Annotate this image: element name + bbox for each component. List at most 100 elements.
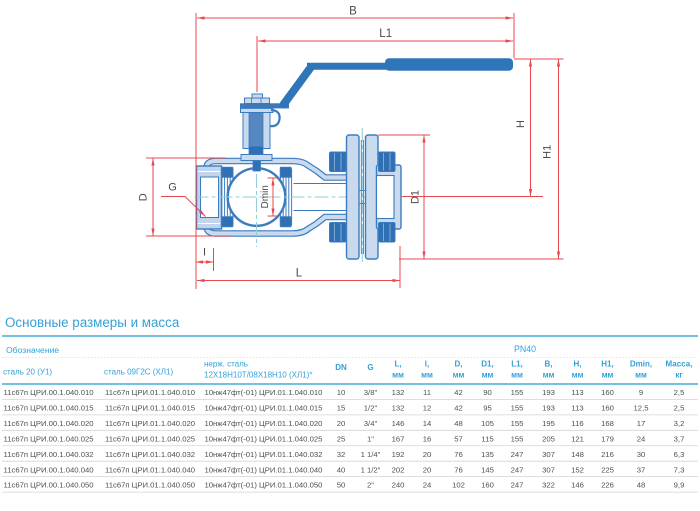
svg-text:мм: мм <box>602 371 614 380</box>
svg-text:16: 16 <box>423 434 432 443</box>
svg-text:H: H <box>515 120 527 128</box>
svg-text:7,3: 7,3 <box>674 465 685 474</box>
svg-text:l,: l, <box>425 360 429 369</box>
svg-text:11с67п ЦРИ.00.1.040.025: 11с67п ЦРИ.00.1.040.025 <box>4 434 94 443</box>
svg-text:160: 160 <box>601 403 614 412</box>
svg-text:H,: H, <box>574 360 582 369</box>
svg-text:PN40: PN40 <box>514 344 536 354</box>
svg-text:132: 132 <box>392 388 405 397</box>
svg-text:1": 1" <box>367 434 374 443</box>
svg-text:15: 15 <box>337 403 346 412</box>
svg-text:мм: мм <box>511 371 523 380</box>
svg-text:115: 115 <box>481 434 493 443</box>
svg-text:Dmin: Dmin <box>260 185 271 208</box>
svg-text:10нж47фт(-01) ЦРИ.01.1.040.032: 10нж47фт(-01) ЦРИ.01.1.040.032 <box>205 450 323 459</box>
svg-text:10нж47фт(-01) ЦРИ.01.1.040.050: 10нж47фт(-01) ЦРИ.01.1.040.050 <box>205 481 323 490</box>
svg-text:11с67п ЦРИ.00.1.040.010: 11с67п ЦРИ.00.1.040.010 <box>4 388 94 397</box>
svg-text:Основные размеры и масса: Основные размеры и масса <box>5 315 180 330</box>
svg-text:216: 216 <box>601 450 614 459</box>
svg-text:мм: мм <box>453 371 465 380</box>
svg-text:10нж47фт(-01) ЦРИ.01.1.040.025: 10нж47фт(-01) ЦРИ.01.1.040.025 <box>205 434 323 443</box>
svg-text:G: G <box>367 363 373 372</box>
svg-text:B,: B, <box>545 360 553 369</box>
svg-text:11с67п ЦРИ.01.1.040.025: 11с67п ЦРИ.01.1.040.025 <box>105 434 195 443</box>
svg-text:сталь 20 (У1): сталь 20 (У1) <box>3 368 52 377</box>
svg-text:I: I <box>203 247 206 259</box>
svg-text:20: 20 <box>337 419 346 428</box>
svg-text:20: 20 <box>423 465 432 474</box>
svg-text:57: 57 <box>454 434 463 443</box>
svg-text:11с67п ЦРИ.01.1.040.015: 11с67п ЦРИ.01.1.040.015 <box>105 403 195 412</box>
svg-text:1/2": 1/2" <box>364 403 378 412</box>
svg-text:мм: мм <box>392 371 404 380</box>
svg-text:48: 48 <box>454 419 463 428</box>
svg-text:нерж. сталь: нерж. сталь <box>204 360 248 369</box>
svg-text:50: 50 <box>337 481 346 490</box>
svg-text:11с67п ЦРИ.00.1.040.040: 11с67п ЦРИ.00.1.040.040 <box>4 465 94 474</box>
svg-text:105: 105 <box>481 419 494 428</box>
svg-text:135: 135 <box>481 450 494 459</box>
svg-text:90: 90 <box>483 388 492 397</box>
svg-text:9,9: 9,9 <box>674 481 685 490</box>
svg-text:G: G <box>168 182 177 194</box>
svg-text:32: 32 <box>337 450 346 459</box>
svg-text:мм: мм <box>572 371 584 380</box>
svg-text:11с67п ЦРИ.01.1.040.032: 11с67п ЦРИ.01.1.040.032 <box>105 450 195 459</box>
svg-text:L,: L, <box>394 360 401 369</box>
svg-text:240: 240 <box>392 481 405 490</box>
svg-text:10нж47фт(-01) ЦРИ.01.1.040.040: 10нж47фт(-01) ЦРИ.01.1.040.040 <box>205 465 323 474</box>
svg-text:L1,: L1, <box>511 360 523 369</box>
svg-text:247: 247 <box>511 465 524 474</box>
svg-text:322: 322 <box>542 481 555 490</box>
svg-text:247: 247 <box>511 450 524 459</box>
svg-text:24: 24 <box>637 434 646 443</box>
svg-text:2,5: 2,5 <box>674 403 685 412</box>
svg-text:132: 132 <box>392 403 405 412</box>
svg-text:14: 14 <box>423 419 432 428</box>
svg-text:12Х18Н10Т/08Х18Н10 (ХЛ1)*: 12Х18Н10Т/08Х18Н10 (ХЛ1)* <box>204 371 312 380</box>
svg-text:3,2: 3,2 <box>674 419 685 428</box>
svg-text:L: L <box>296 268 303 280</box>
svg-text:2": 2" <box>367 481 374 490</box>
svg-text:152: 152 <box>571 465 584 474</box>
svg-text:2,5: 2,5 <box>674 388 685 397</box>
svg-text:42: 42 <box>454 403 463 412</box>
svg-text:мм: мм <box>543 371 555 380</box>
svg-text:155: 155 <box>511 434 524 443</box>
svg-text:сталь 09Г2С (ХЛ1): сталь 09Г2С (ХЛ1) <box>104 368 173 377</box>
svg-text:11с67п ЦРИ.01.1.040.020: 11с67п ЦРИ.01.1.040.020 <box>105 419 195 428</box>
svg-text:11с67п ЦРИ.00.1.040.032: 11с67п ЦРИ.00.1.040.032 <box>4 450 94 459</box>
svg-text:307: 307 <box>542 450 555 459</box>
svg-text:6,3: 6,3 <box>674 450 685 459</box>
svg-text:12: 12 <box>423 403 432 412</box>
svg-text:30: 30 <box>637 450 646 459</box>
svg-text:160: 160 <box>481 481 494 490</box>
svg-text:3/8": 3/8" <box>364 388 378 397</box>
svg-text:L1: L1 <box>379 28 392 40</box>
svg-text:121: 121 <box>571 434 584 443</box>
svg-text:D1,: D1, <box>481 360 493 369</box>
svg-text:H1: H1 <box>541 145 553 159</box>
svg-text:146: 146 <box>392 419 405 428</box>
svg-text:307: 307 <box>542 465 555 474</box>
svg-text:11с67п ЦРИ.00.1.040.020: 11с67п ЦРИ.00.1.040.020 <box>4 419 94 428</box>
svg-text:192: 192 <box>392 450 405 459</box>
svg-text:193: 193 <box>542 403 555 412</box>
svg-text:76: 76 <box>454 465 463 474</box>
svg-text:146: 146 <box>571 481 584 490</box>
svg-text:B: B <box>349 6 357 18</box>
svg-text:20: 20 <box>423 450 432 459</box>
svg-text:10нж47фт(-01) ЦРИ.01.1.040.015: 10нж47фт(-01) ЦРИ.01.1.040.015 <box>205 403 323 412</box>
svg-text:кг: кг <box>675 371 683 380</box>
svg-text:12,5: 12,5 <box>634 403 649 412</box>
svg-text:113: 113 <box>571 388 583 397</box>
svg-text:202: 202 <box>392 465 405 474</box>
svg-text:155: 155 <box>511 419 524 428</box>
svg-text:10: 10 <box>337 388 346 397</box>
svg-text:11с67п ЦРИ.01.1.040.040: 11с67п ЦРИ.01.1.040.040 <box>105 465 195 474</box>
svg-text:76: 76 <box>454 450 463 459</box>
svg-text:205: 205 <box>542 434 555 443</box>
svg-text:25: 25 <box>337 434 346 443</box>
svg-text:160: 160 <box>601 388 614 397</box>
svg-text:193: 193 <box>542 388 555 397</box>
